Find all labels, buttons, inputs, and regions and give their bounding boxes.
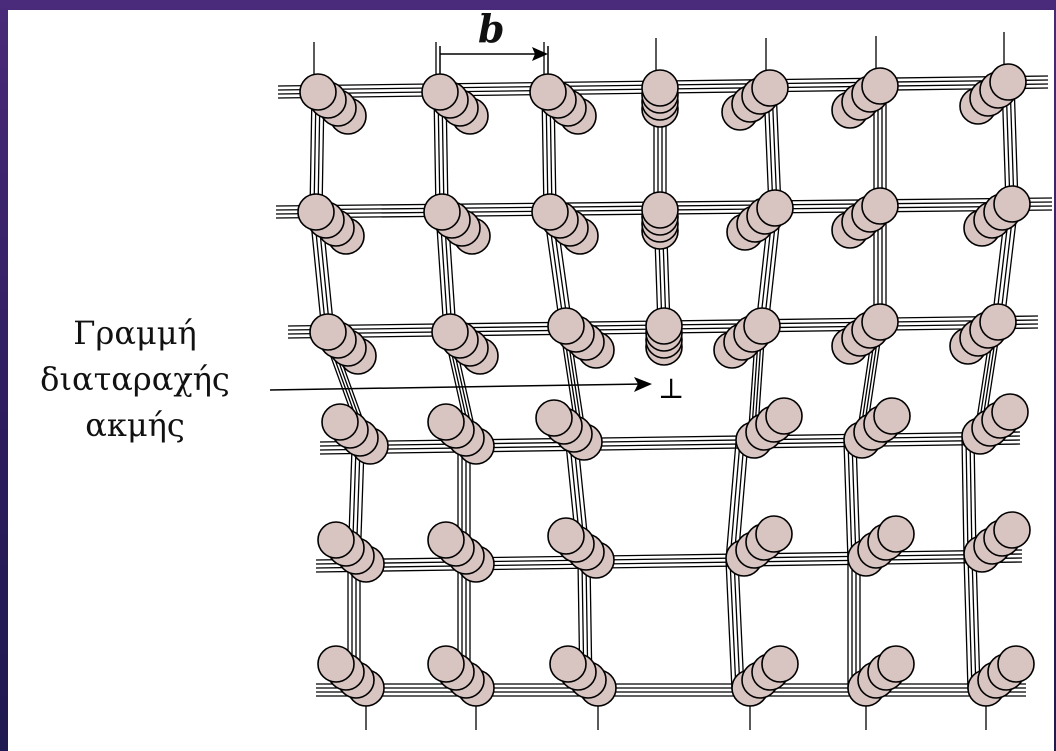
atom [548, 518, 584, 554]
atom-column-lower-4 [848, 516, 914, 576]
vertical-bond [962, 438, 964, 556]
atom-column-glide-upper-4 [844, 398, 910, 458]
atom-column-middle-3 [646, 308, 682, 365]
atom [642, 70, 678, 106]
atom [428, 522, 464, 558]
atom [874, 398, 910, 434]
dislocation-symbol: ⊥ [658, 372, 684, 405]
vertical-bond [966, 438, 968, 556]
atom [998, 646, 1034, 682]
atom [990, 64, 1026, 100]
atom [318, 646, 354, 682]
atom [878, 646, 914, 682]
atom [318, 522, 354, 558]
atom-column-middle-4 [714, 308, 780, 368]
vertical-bond [848, 442, 852, 560]
dislocation-pointer-arrow [270, 384, 640, 390]
atom [752, 70, 788, 106]
vertical-bond [972, 556, 976, 690]
vertical-bond [852, 442, 856, 560]
atom-column-lower-5 [964, 512, 1030, 572]
atom [878, 516, 914, 552]
atom-column-glide-upper-1 [428, 404, 494, 464]
atom-column-lower-3 [726, 516, 792, 576]
atom [994, 186, 1030, 222]
atom [428, 404, 464, 440]
atom [432, 314, 468, 350]
atom [862, 304, 898, 340]
atom [762, 646, 798, 682]
atom [298, 194, 334, 230]
atom [756, 516, 792, 552]
atom-column-bottom-5 [968, 646, 1034, 706]
vertical-bond [976, 556, 980, 690]
vertical-bond [968, 556, 972, 690]
vertical-bond [964, 556, 968, 690]
atom [310, 314, 346, 350]
atom [646, 308, 682, 344]
atom-column-upper-5 [832, 188, 898, 248]
atom [744, 308, 780, 344]
atom-column-middle-0 [310, 314, 376, 374]
atom [530, 74, 566, 110]
vertical-bond [844, 442, 848, 560]
atom-column-upper-6 [964, 186, 1030, 246]
atom [422, 74, 458, 110]
atom [532, 194, 568, 230]
dislocation-label-line-3: ακμής [5, 406, 265, 444]
atom-column-top-6 [960, 64, 1026, 124]
atom-column-middle-6 [950, 304, 1016, 364]
atom [757, 190, 793, 226]
atom [862, 188, 898, 224]
atom [300, 74, 336, 110]
atom [994, 512, 1030, 548]
atom-column-upper-0 [298, 194, 364, 254]
atom-column-top-4 [722, 70, 788, 130]
burgers-vector-label: b [478, 6, 505, 51]
atom-column-top-3 [642, 70, 678, 127]
atom [862, 68, 898, 104]
atom-column-glide-upper-5 [962, 394, 1028, 454]
atom-column-top-2 [530, 74, 596, 134]
dislocation-label-line-2: διαταραχής [5, 360, 265, 398]
atom [548, 308, 584, 344]
dislocation-label-line-1: Γραμμή [5, 314, 265, 352]
atom-column-middle-2 [548, 308, 614, 368]
atom-column-top-5 [832, 68, 898, 128]
atom-column-upper-4 [727, 190, 793, 250]
atom-column-bottom-0 [318, 646, 384, 706]
atom [550, 646, 586, 682]
atom [322, 404, 358, 440]
atom [766, 398, 802, 434]
atom-column-upper-3 [642, 192, 678, 249]
atom [980, 304, 1016, 340]
atom [642, 192, 678, 228]
atom-column-bottom-2 [550, 646, 616, 706]
atom [536, 400, 572, 436]
atom [428, 646, 464, 682]
atom-column-bottom-1 [428, 646, 494, 706]
atom-column-glide-upper-0 [322, 404, 388, 464]
atom [992, 394, 1028, 430]
atom-column-glide-upper-3 [736, 398, 802, 458]
atom-column-top-0 [300, 74, 366, 134]
atom [424, 194, 460, 230]
atom-column-bottom-4 [848, 646, 914, 706]
atom-column-lower-0 [318, 522, 384, 582]
atom-column-middle-5 [832, 304, 898, 364]
atom-column-lower-1 [428, 522, 494, 582]
atom-column-upper-1 [424, 194, 490, 254]
